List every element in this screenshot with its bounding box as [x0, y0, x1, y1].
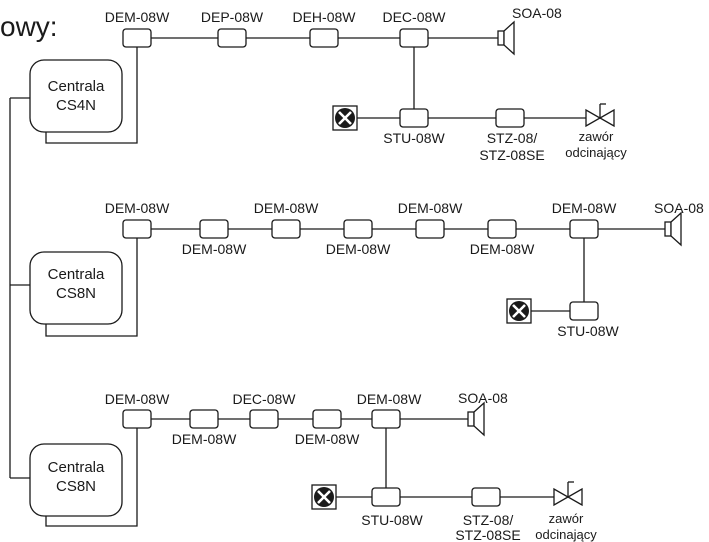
speaker-icon: [497, 20, 515, 56]
detector-dep: [217, 28, 247, 48]
label-dep: DEP-08W: [201, 9, 264, 25]
detector-dem: [122, 409, 152, 429]
fan-x-icon: [332, 105, 358, 131]
label-dem: DEM-08W: [105, 9, 170, 25]
detector-dem: [371, 409, 401, 429]
label-dem: DEM-08W: [552, 200, 617, 216]
valve-icon: [585, 103, 615, 128]
detector-dem: [189, 409, 219, 429]
central-bus: [9, 97, 30, 479]
central-cs8n-1: Centrala CS8N: [29, 251, 123, 325]
detector-deh: [309, 28, 339, 48]
label-soa: SOA-08: [654, 200, 704, 216]
central-cs8n-2: Centrala CS8N: [29, 443, 123, 517]
module-stz: [471, 487, 501, 507]
central-title: Centrala: [48, 78, 105, 95]
module-stu: [399, 108, 429, 128]
label-valve-1: zawór: [549, 511, 584, 526]
speaker-icon: [664, 211, 682, 247]
detector-dem: [271, 219, 301, 239]
detector-dem: [569, 219, 599, 239]
module-stz: [495, 108, 525, 128]
central-model: CS8N: [56, 478, 96, 495]
label-dem: DEM-08W: [105, 391, 170, 407]
detector-dec: [399, 28, 429, 48]
label-deh: DEH-08W: [292, 9, 356, 25]
detector-dem: [199, 219, 229, 239]
label-valve-2: odcinający: [565, 145, 627, 160]
module-stu: [371, 487, 401, 507]
system-3: Centrala CS8N DEM-08W DEM-08W DEC-08W DE…: [29, 390, 597, 542]
fan-x-icon: [311, 484, 337, 510]
central-title: Centrala: [48, 266, 105, 283]
label-stu: STU-08W: [557, 323, 619, 339]
system-1: Centrala CS4N DEM-08W DEP-08W DEH-08W DE…: [29, 5, 627, 163]
label-dem: DEM-08W: [398, 200, 463, 216]
label-soa: SOA-08: [512, 5, 562, 21]
label-stz-1: STZ-08/: [487, 130, 538, 146]
system-2: Centrala CS8N DEM-08W DEM-08W DEM-08W DE…: [29, 200, 704, 339]
label-dec: DEC-08W: [382, 9, 446, 25]
label-dem: DEM-08W: [326, 241, 391, 257]
label-valve-2: odcinający: [535, 527, 597, 542]
module-stu: [569, 301, 599, 321]
detector-dem: [122, 219, 152, 239]
label-stu: STU-08W: [361, 512, 423, 528]
valve-icon: [553, 481, 583, 507]
detector-dec: [249, 409, 279, 429]
speaker-icon: [467, 401, 485, 437]
label-stz-2: STZ-08SE: [479, 147, 544, 163]
label-dem: DEM-08W: [357, 391, 422, 407]
label-valve-1: zawór: [579, 129, 614, 144]
label-dem: DEM-08W: [172, 431, 237, 447]
heading-fragment: owy:: [0, 11, 58, 42]
label-stz-2: STZ-08SE: [455, 527, 520, 542]
central-model: CS8N: [56, 285, 96, 302]
detector-dem: [343, 219, 373, 239]
label-stz-1: STZ-08/: [463, 512, 514, 528]
detector-dem: [312, 409, 342, 429]
label-dec: DEC-08W: [232, 391, 296, 407]
central-title: Centrala: [48, 459, 105, 476]
label-soa: SOA-08: [458, 390, 508, 406]
label-stu: STU-08W: [383, 130, 445, 146]
central-cs4n: Centrala CS4N: [29, 59, 123, 133]
label-dem: DEM-08W: [105, 200, 170, 216]
detector-dem: [487, 219, 517, 239]
central-model: CS4N: [56, 97, 96, 114]
fan-x-icon: [506, 298, 532, 324]
detector-dem: [122, 28, 152, 48]
detector-dem: [415, 219, 445, 239]
label-dem: DEM-08W: [254, 200, 319, 216]
label-dem: DEM-08W: [470, 241, 535, 257]
label-dem: DEM-08W: [295, 431, 360, 447]
label-dem: DEM-08W: [182, 241, 247, 257]
